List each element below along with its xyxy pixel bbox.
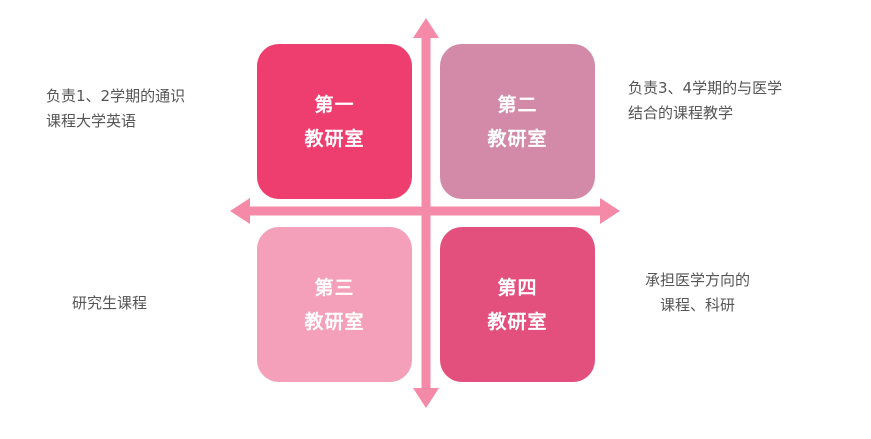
- quadrant-4-description-line2: 课程、科研: [660, 296, 736, 314]
- quadrant-box-4-line1: 第四: [497, 276, 538, 299]
- quadrant-box-2-line2: 教研室: [487, 127, 548, 150]
- quadrant-1-description: 负责1、2学期的通识 课程大学英语: [46, 84, 185, 134]
- quadrant-2-description-line2: 结合的课程教学: [628, 104, 734, 122]
- left-arrowhead: [230, 198, 250, 224]
- quadrant-1-description-line2: 课程大学英语: [46, 112, 137, 130]
- quadrant-2-description: 负责3、4学期的与医学 结合的课程教学: [628, 76, 782, 126]
- quadrant-box-1-line2: 教研室: [304, 127, 365, 150]
- quadrant-4-description-line1: 承担医学方向的: [645, 271, 751, 289]
- right-arrowhead: [600, 198, 620, 224]
- top-arrowhead: [413, 18, 439, 38]
- quadrant-box-3: 第三 教研室: [257, 227, 412, 382]
- quadrant-box-1-line1: 第一: [314, 93, 355, 116]
- quadrant-box-3-line2: 教研室: [304, 310, 365, 333]
- quadrant-box-1: 第一 教研室: [257, 44, 412, 199]
- quadrant-3-description: 研究生课程: [72, 291, 147, 316]
- quadrant-box-2-line1: 第二: [497, 93, 538, 116]
- bottom-arrowhead: [413, 388, 439, 408]
- quadrant-box-4-line2: 教研室: [487, 310, 548, 333]
- quadrant-1-description-line1: 负责1、2学期的通识: [46, 87, 186, 105]
- quadrant-3-description-line1: 研究生课程: [72, 294, 148, 312]
- quadrant-box-2: 第二 教研室: [440, 44, 595, 199]
- quadrant-2-description-line1: 负责3、4学期的与医学: [628, 79, 783, 97]
- quadrant-4-description: 承担医学方向的 课程、科研: [645, 268, 750, 318]
- quadrant-box-4: 第四 教研室: [440, 227, 595, 382]
- quadrant-box-3-line1: 第三: [314, 276, 355, 299]
